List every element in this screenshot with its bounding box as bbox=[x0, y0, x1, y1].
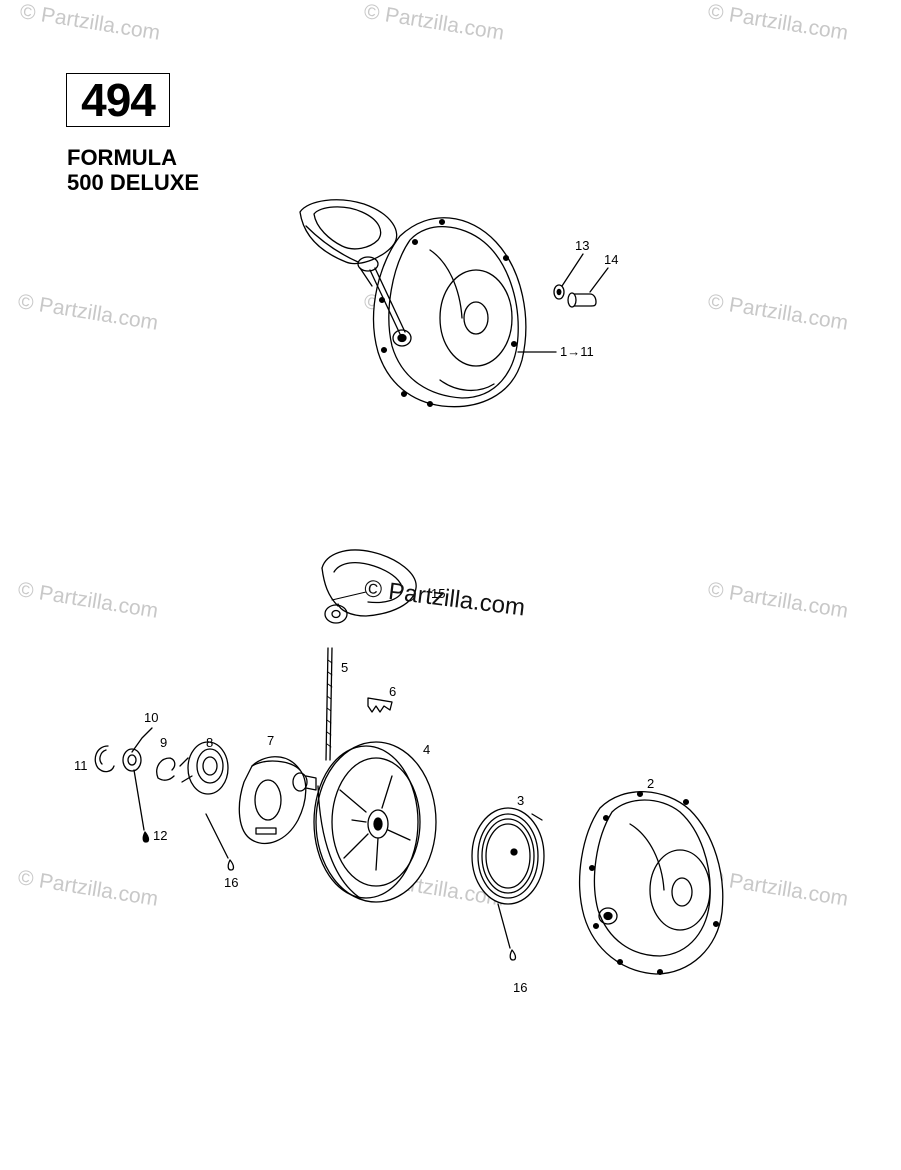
callout-7: 7 bbox=[267, 733, 275, 748]
callout-13: 13 bbox=[575, 238, 590, 253]
callout-16: 16 bbox=[513, 980, 528, 995]
callout-4: 4 bbox=[423, 742, 431, 757]
callout-1-11: 1→11 bbox=[560, 344, 594, 359]
callout-8: 8 bbox=[206, 735, 214, 750]
callout-12: 12 bbox=[153, 828, 168, 843]
callout-9: 9 bbox=[160, 735, 168, 750]
callout-15: 15 bbox=[431, 586, 446, 601]
model-name-line1: FORMULA bbox=[67, 145, 177, 170]
model-name-line2: 500 DELUXE bbox=[67, 170, 200, 195]
callout-10: 10 bbox=[144, 710, 159, 725]
callout-2: 2 bbox=[647, 776, 655, 791]
callout-11: 11 bbox=[74, 758, 88, 773]
callout-14: 14 bbox=[604, 252, 619, 267]
callout-6: 6 bbox=[389, 684, 397, 699]
exploded-parts-drawing bbox=[95, 550, 723, 974]
callout-3: 3 bbox=[517, 793, 525, 808]
assembled-starter-drawing bbox=[300, 200, 608, 407]
callout-5: 5 bbox=[341, 660, 349, 675]
page-number-box: 494 bbox=[66, 73, 170, 127]
callout-16: 16 bbox=[224, 875, 239, 890]
